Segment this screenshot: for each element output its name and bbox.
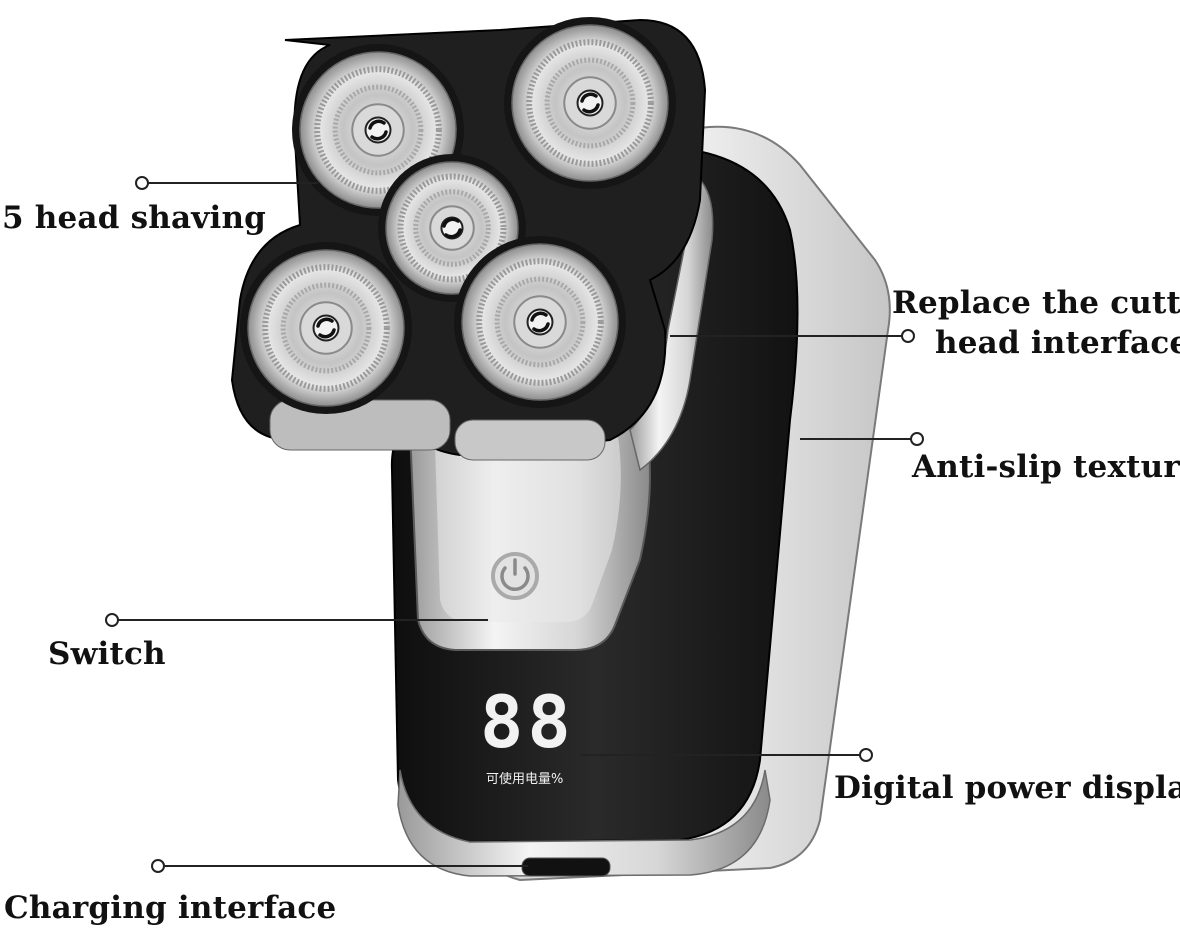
callout-replace-line1: Replace the cutter: [892, 285, 1180, 321]
callout-five-head: 5 head shaving: [2, 200, 267, 236]
callout-replace-line2: head interface: [935, 325, 1180, 361]
cutter-head: [240, 242, 412, 414]
cutter-head: [454, 236, 626, 408]
neck-inner: [435, 420, 621, 622]
display-caption: 可使用电量%: [486, 772, 564, 787]
callout-anti-slip: Anti-slip texture: [912, 449, 1180, 485]
power-icon[interactable]: [491, 552, 539, 600]
callout-digital-display: Digital power display: [834, 770, 1180, 806]
power-display: 88 可使用电量%: [476, 680, 586, 794]
callout-switch: Switch: [48, 636, 166, 672]
callout-charging: Charging interface: [4, 890, 337, 926]
cutter-head: [504, 17, 676, 189]
display-digits: 88: [480, 680, 575, 764]
